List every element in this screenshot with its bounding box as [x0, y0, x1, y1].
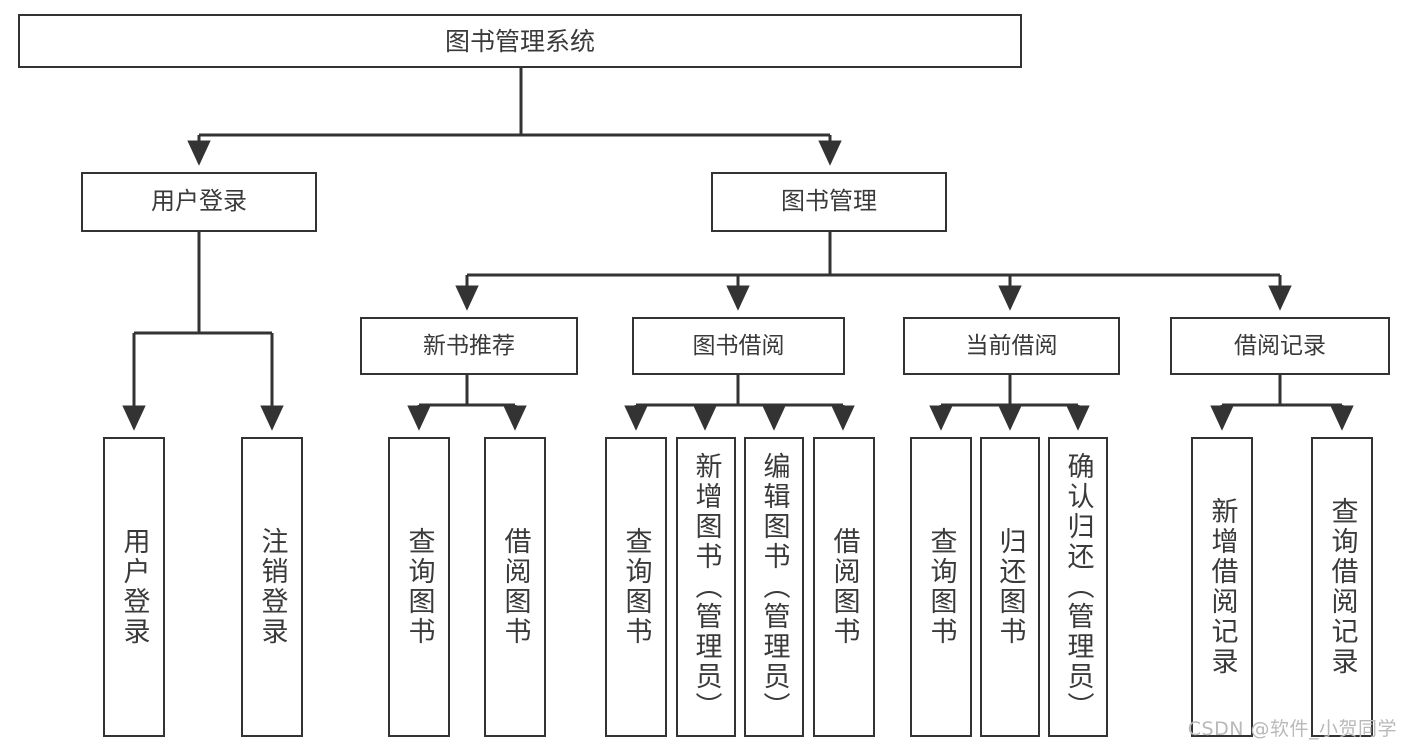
leaf-user-login[interactable]: 用户登录 [103, 437, 165, 737]
node-label: 查询图书 [403, 527, 435, 647]
node-label: 新增借阅记录 [1206, 497, 1238, 677]
node-root-system[interactable]: 图书管理系统 [18, 14, 1022, 68]
node-label: 注销登录 [256, 527, 288, 647]
watermark-text: CSDN @软件_小贺同学 [1187, 718, 1397, 740]
leaf-query-book-recommend[interactable]: 查询图书 [388, 437, 450, 737]
node-label: 查询图书 [620, 527, 652, 647]
node-current-borrow[interactable]: 当前借阅 [903, 317, 1120, 375]
leaf-logout[interactable]: 注销登录 [241, 437, 303, 737]
node-label: 确认归还（管理员） [1062, 452, 1094, 722]
leaf-add-book-admin[interactable]: 新增图书（管理员） [676, 437, 736, 737]
node-label: 新增图书（管理员） [690, 452, 722, 722]
node-borrow-records[interactable]: 借阅记录 [1170, 317, 1390, 375]
node-label: 新书推荐 [423, 332, 515, 359]
leaf-query-book-borrow[interactable]: 查询图书 [605, 437, 667, 737]
leaf-return-book[interactable]: 归还图书 [980, 437, 1040, 737]
leaf-edit-book-admin[interactable]: 编辑图书（管理员） [744, 437, 804, 737]
leaf-borrow-book[interactable]: 借阅图书 [813, 437, 875, 737]
leaf-query-borrow-record[interactable]: 查询借阅记录 [1311, 437, 1373, 737]
node-label: 查询图书 [925, 527, 957, 647]
node-label: 归还图书 [994, 527, 1026, 647]
node-book-borrow[interactable]: 图书借阅 [632, 317, 845, 375]
node-new-book-recommend[interactable]: 新书推荐 [360, 317, 578, 375]
leaf-query-book-current[interactable]: 查询图书 [910, 437, 972, 737]
node-label: 查询借阅记录 [1326, 497, 1358, 677]
node-label: 当前借阅 [965, 332, 1058, 359]
node-label: 编辑图书（管理员） [758, 452, 790, 722]
node-label: 图书管理 [781, 187, 877, 216]
node-book-management[interactable]: 图书管理 [711, 172, 947, 232]
node-label: 图书管理系统 [444, 26, 595, 56]
leaf-add-borrow-record[interactable]: 新增借阅记录 [1191, 437, 1253, 737]
node-label: 图书借阅 [692, 332, 785, 359]
leaf-borrow-book-recommend[interactable]: 借阅图书 [484, 437, 546, 737]
node-label: 借阅图书 [499, 527, 531, 647]
node-label: 用户登录 [151, 187, 247, 216]
leaf-confirm-return-admin[interactable]: 确认归还（管理员） [1048, 437, 1108, 737]
node-user-login[interactable]: 用户登录 [81, 172, 317, 232]
node-label: 借阅记录 [1234, 332, 1326, 359]
node-label: 用户登录 [118, 527, 150, 647]
node-label: 借阅图书 [828, 527, 860, 647]
